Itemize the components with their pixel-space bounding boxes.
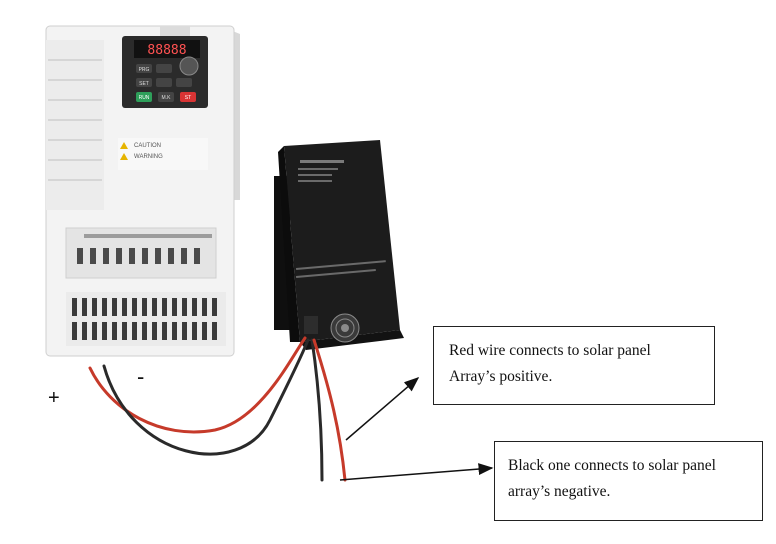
- svg-text:PRG: PRG: [139, 67, 150, 73]
- led-display: 88888: [147, 43, 186, 58]
- svg-text:SET: SET: [139, 81, 149, 87]
- keypad-panel: 88888 PRG SET RUN M.K ST: [122, 36, 208, 108]
- fan-grille: [330, 313, 360, 343]
- callout-black-line-1: Black one connects to solar panel: [508, 457, 716, 474]
- svg-text:M.K: M.K: [162, 95, 172, 101]
- wires: [88, 336, 347, 482]
- black-wire-left: [102, 338, 310, 456]
- callout-red-line-1: Red wire connects to solar panel: [449, 342, 651, 359]
- arrow-red-callout: [345, 377, 420, 441]
- boost-module: [274, 140, 404, 350]
- negative-sign: -: [137, 364, 145, 389]
- red-wire-left: [88, 336, 307, 434]
- arrow-black-callout: [339, 463, 494, 481]
- caution-label: CAUTION: [134, 143, 161, 149]
- callout-black-wire: Black one connects to solar panel array’…: [494, 441, 763, 521]
- svg-text:RUN: RUN: [139, 95, 150, 101]
- callout-red-line-2: Array’s positive.: [449, 368, 553, 385]
- callout-black-line-2: array’s negative.: [508, 483, 611, 500]
- callout-red-wire: Red wire connects to solar panel Array’s…: [433, 326, 715, 405]
- red-wire-right: [312, 338, 347, 482]
- black-wire-right: [310, 338, 324, 482]
- warning-label: WARNING: [134, 154, 163, 160]
- positive-sign: +: [48, 387, 60, 409]
- dial-knob: [179, 56, 199, 76]
- inverter-unit: 88888 PRG SET RUN M.K ST CAUTION WARNING: [45, 25, 240, 357]
- svg-text:ST: ST: [185, 95, 191, 101]
